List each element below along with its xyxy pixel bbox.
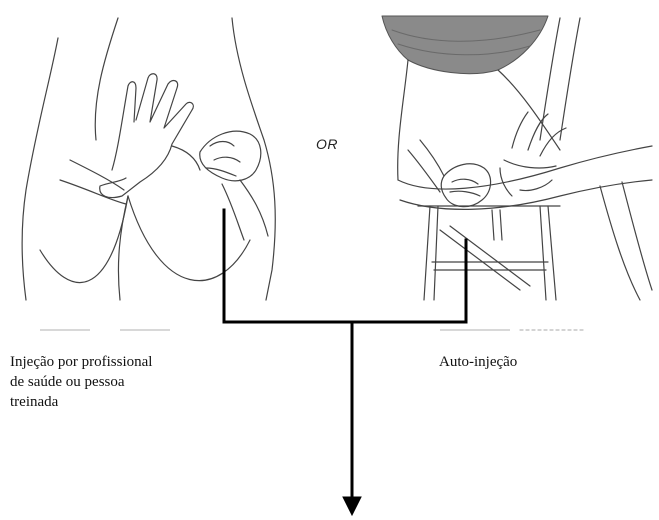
thigh-self-injection-illustration	[381, 15, 653, 331]
or-label: OR	[316, 136, 338, 152]
hand-detail	[205, 140, 241, 177]
torso-right	[497, 69, 561, 151]
spread-hand	[99, 73, 201, 199]
stool-leg-back	[539, 205, 557, 301]
stool-diagonal	[439, 225, 531, 291]
left-arm	[539, 17, 581, 141]
arm	[59, 159, 127, 205]
shirt-shading	[381, 15, 549, 75]
hip-right-contour	[231, 17, 276, 301]
thigh-top	[397, 145, 653, 190]
stool-leg-mid	[491, 209, 503, 241]
stool-leg-front	[423, 205, 439, 301]
buttock-curve-left	[39, 195, 129, 284]
right-forearm	[407, 139, 445, 193]
injecting-hand	[199, 130, 262, 182]
buttock-cleft	[117, 195, 129, 301]
buttock-injection-illustration	[21, 17, 276, 301]
buttock-curve-right	[127, 195, 251, 282]
torso-left	[397, 59, 409, 181]
thigh-hand	[499, 111, 567, 197]
caption-professional-injection: Injeção por profissional de saúde ou pes…	[10, 354, 153, 410]
body-left-contour	[21, 37, 59, 301]
injecting-hand-right	[440, 163, 492, 208]
stool-rung	[431, 261, 549, 271]
lower-leg	[599, 181, 653, 301]
merge-arrow	[222, 208, 468, 517]
back-curve	[94, 17, 119, 141]
caption-self-injection: Auto-injeção	[439, 354, 518, 370]
forearm	[221, 179, 269, 241]
down-arrowhead	[342, 496, 362, 517]
thigh-bottom	[399, 179, 653, 210]
